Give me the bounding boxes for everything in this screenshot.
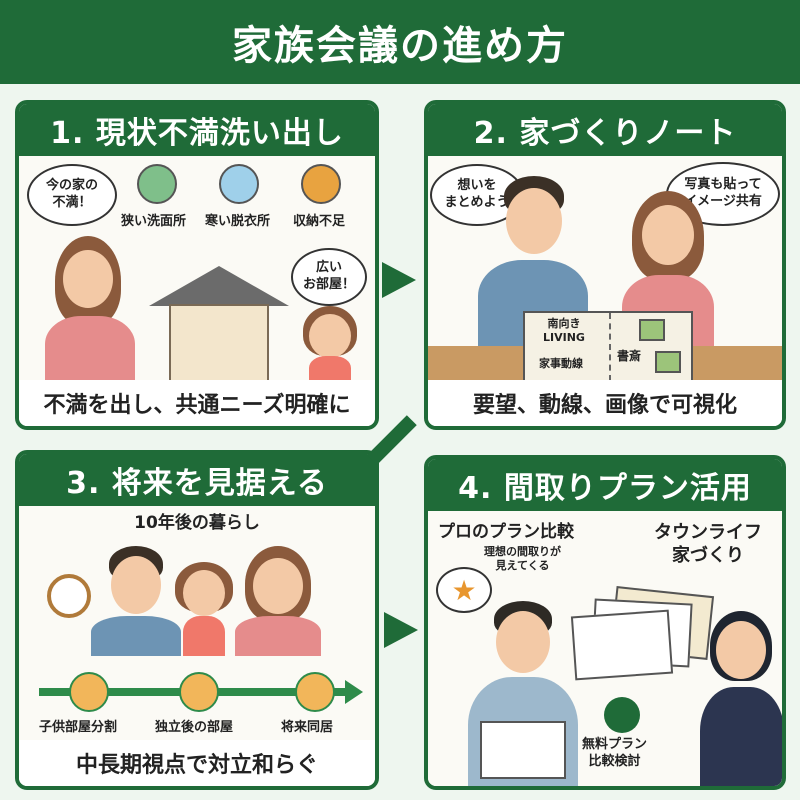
step-3-panel: 3. 将来を見据える 10年後の暮らし 子供部屋分割 独立後の部屋 将来同居 中… [15, 450, 379, 790]
mother-illustration [39, 236, 139, 386]
step-1-panel: 1. 現状不満洗い出し 今の家の 不満！ 狭い洗面所 寒い脱衣所 収納不足 広い… [15, 100, 379, 430]
page-title: 家族会議の進め方 [232, 23, 568, 69]
girl-illustration [169, 562, 239, 656]
photo-icon [639, 319, 665, 341]
step-2-illustration: 想いを まとめよう 写真も貼って イメージ共有 南向き LIVING 家事動線 … [428, 156, 782, 383]
issue-label: 狭い洗面所 [121, 214, 187, 229]
consultant-illustration [700, 611, 782, 786]
timeline-arrowhead [345, 680, 363, 704]
step-4-heading: 4. 間取りプラン活用 [428, 459, 782, 511]
timeline-label: 子供部屋分割 [39, 720, 118, 735]
timeline-label: 独立後の部屋 [155, 720, 234, 735]
issue-label: 収納不足 [293, 214, 346, 229]
step-2-panel: 2. 家づくりノート 想いを まとめよう 写真も貼って イメージ共有 南向き L… [424, 100, 786, 430]
cabinet-icon [301, 164, 341, 204]
father-illustration [91, 546, 181, 656]
floor-plan [570, 609, 674, 681]
notebook-text: 書斎 [617, 349, 642, 363]
arrow-3-to-4 [384, 612, 418, 648]
cold-wind-clothes-icon [219, 164, 259, 204]
step-2-heading: 2. 家づくりノート [428, 104, 782, 156]
title-bar: 家族会議の進め方 [0, 0, 800, 84]
notebook-text: 家事動線 [539, 357, 583, 370]
pro-plan-sub: 理想の間取りが 見えてくる [484, 545, 561, 573]
step-4-panel: 4. 間取りプラン活用 プロのプラン比較 理想の間取りが 見えてくる タウンライ… [424, 455, 786, 790]
room-icon [179, 672, 219, 712]
photo-icon [655, 351, 681, 373]
thought-bubble: ★ [436, 567, 492, 613]
notebook: 南向き LIVING 家事動線 書斎 [523, 311, 693, 383]
speech-bubble: 広い お部屋！ [291, 248, 367, 306]
arrow-1-to-2 [382, 262, 416, 298]
man-with-glasses-illustration [468, 601, 578, 786]
children-icon [69, 672, 109, 712]
house-illustration [149, 266, 289, 386]
step-3-subtitle: 10年後の暮らし [134, 513, 260, 533]
notebook-text: 南向き LIVING [543, 317, 585, 345]
document-pen-icon [604, 697, 640, 733]
mother-illustration [235, 546, 321, 656]
star-icon: ★ [451, 573, 477, 607]
step-3-caption: 中長期視点で対立和らぐ [19, 740, 375, 786]
clock-icon [47, 574, 91, 618]
grandparents-icon [295, 672, 335, 712]
step-1-heading: 1. 現状不満洗い出し [19, 104, 375, 156]
girl-illustration [295, 306, 365, 386]
step-1-caption: 不満を出し、共通ニーズ明確に [19, 380, 375, 426]
speech-bubble: 今の家の 不満！ [27, 164, 117, 226]
free-plan-badge: 無料プラン 比較検討 [582, 737, 648, 769]
step-1-illustration: 今の家の 不満！ 狭い洗面所 寒い脱衣所 収納不足 広い お部屋！ [19, 156, 375, 386]
townlife-title: タウンライフ 家づくり [654, 522, 762, 567]
step-4-illustration: プロのプラン比較 理想の間取りが 見えてくる タウンライフ 家づくり ★ 無料プ… [428, 511, 782, 786]
issue-label: 寒い脱衣所 [205, 214, 271, 229]
pro-plan-title: プロのプラン比較 [438, 522, 574, 542]
step-3-illustration: 10年後の暮らし 子供部屋分割 独立後の部屋 将来同居 [19, 506, 375, 740]
step-2-caption: 要望、動線、画像で可視化 [428, 380, 782, 426]
floor-plan [480, 721, 566, 779]
step-3-heading: 3. 将来を見据える [19, 454, 375, 506]
washbasin-icon [137, 164, 177, 204]
timeline-label: 将来同居 [281, 720, 334, 735]
